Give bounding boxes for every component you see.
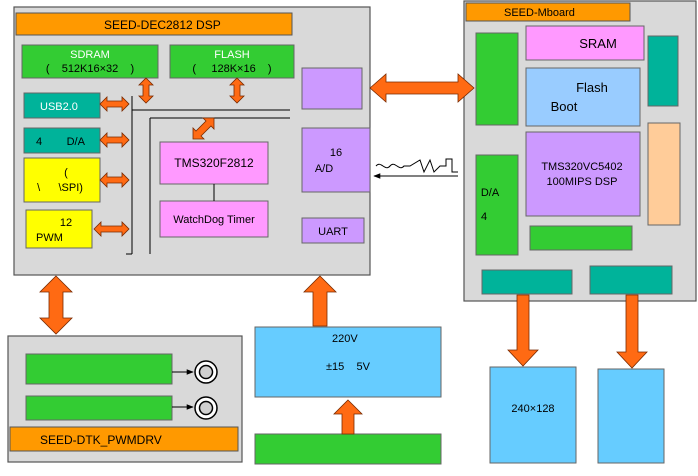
mboard-to-device-arrow (616, 294, 648, 369)
mboard-connector-right (589, 265, 673, 295)
dsp-board-title: SEED-DEC2812 DSP (104, 18, 221, 32)
pwm-driver-channel-1 (25, 353, 173, 385)
ad-bits: 16 (330, 147, 342, 159)
output-connector-1-icon (194, 360, 218, 384)
orange-arrows (39, 73, 648, 435)
mboard-header (465, 2, 631, 22)
cpu-label: TMS320F2812 (174, 156, 254, 170)
mboard-da-block (475, 154, 519, 256)
usb-bus-arrow (99, 96, 130, 112)
da-bus-arrow (99, 132, 130, 148)
sdram-size: ( 512K16×32 ) (46, 63, 134, 75)
mboard-interface-block (475, 32, 519, 126)
da-label: 4 D/A (36, 136, 86, 148)
dsp-board-header (15, 12, 293, 36)
mboard-flash-label: Flash (576, 80, 608, 95)
mboard-dsp-label: TMS320VC5402 (541, 161, 622, 173)
pwm-driver-header (9, 426, 239, 452)
mboard-da-label: D/A (481, 187, 500, 199)
cpu-block (159, 141, 269, 185)
power-output: ±15 5V (326, 361, 371, 373)
mboard-bottom-green (529, 225, 633, 251)
sdram-block (21, 44, 159, 79)
flash-bus-arrow (229, 77, 245, 104)
usb-block (23, 92, 101, 119)
mboard-dsp-speed: 100MIPS DSP (547, 176, 618, 188)
expansion-block (301, 67, 363, 110)
pwm-block (25, 209, 93, 249)
pwm-bus-arrow (93, 221, 130, 237)
spi-bus-arrow (99, 172, 130, 188)
power-input: 220V (332, 333, 358, 345)
pwm-driver-board: SEED-DTK_PWMDRV (7, 335, 243, 463)
flash-block (169, 44, 295, 79)
output-connector-2-icon (194, 396, 218, 420)
sram-label: SRAM (579, 36, 617, 51)
board-link-arrow (369, 73, 475, 103)
dsp-board: SEED-DEC2812 DSP SDRAM ( 512K16×32 ) FLA… (13, 6, 371, 276)
pwm-driver-title: SEED-DTK_PWMDRV (40, 433, 162, 447)
pwm-count: 12 (60, 217, 72, 229)
source-to-power-arrow (333, 399, 363, 435)
da-block (23, 127, 101, 154)
sram-block (525, 25, 645, 61)
mboard-peach-block (647, 122, 681, 226)
ad-block (301, 127, 371, 193)
uart-block (301, 217, 365, 244)
cpu-bus-arrow (192, 117, 215, 140)
pwm-driver-channel-2 (25, 395, 173, 421)
internal-bus (126, 96, 290, 255)
power-supply: 220V ±15 5V (254, 326, 442, 465)
mboard: SEED-Mboard SRAM Flash Boot TMS320VC5402… (463, 0, 697, 302)
power-source-block (254, 433, 442, 465)
lcd-display-block (489, 366, 577, 464)
spi-label-1: ( (64, 167, 68, 179)
mboard-boot-label: Boot (551, 99, 578, 114)
mboard-teal-block (647, 35, 679, 107)
pwm-label: PWM (36, 232, 63, 244)
usb-label: USB2.0 (40, 101, 78, 113)
flash-size: ( 128K×16 ) (192, 63, 271, 75)
spi-block (23, 157, 101, 203)
sdram-bus-arrow (138, 77, 154, 104)
uart-label: UART (318, 226, 348, 238)
mboard-to-lcd-arrow (507, 294, 539, 367)
analog-signal-waveform-icon (373, 158, 458, 179)
watchdog-label: WatchDog Timer (173, 214, 255, 226)
mboard-flash-block (525, 67, 641, 127)
flash-label: FLASH (214, 49, 250, 61)
watchdog-block (159, 200, 269, 238)
mboard-title: SEED-Mboard (504, 7, 575, 19)
device-block-right (597, 368, 665, 464)
spi-label-2: \ \SPI) (37, 182, 83, 194)
mboard-dsp-block (525, 131, 641, 217)
power-to-board-arrow (303, 275, 337, 327)
sdram-label: SDRAM (70, 49, 110, 61)
mboard-lcd-connector (481, 269, 573, 295)
power-block (254, 326, 442, 398)
ad-label: A/D (315, 163, 333, 175)
mboard-da-count: 4 (481, 211, 487, 223)
pwm-board-link-arrow (39, 275, 73, 335)
lcd-label: 240×128 (511, 403, 554, 415)
